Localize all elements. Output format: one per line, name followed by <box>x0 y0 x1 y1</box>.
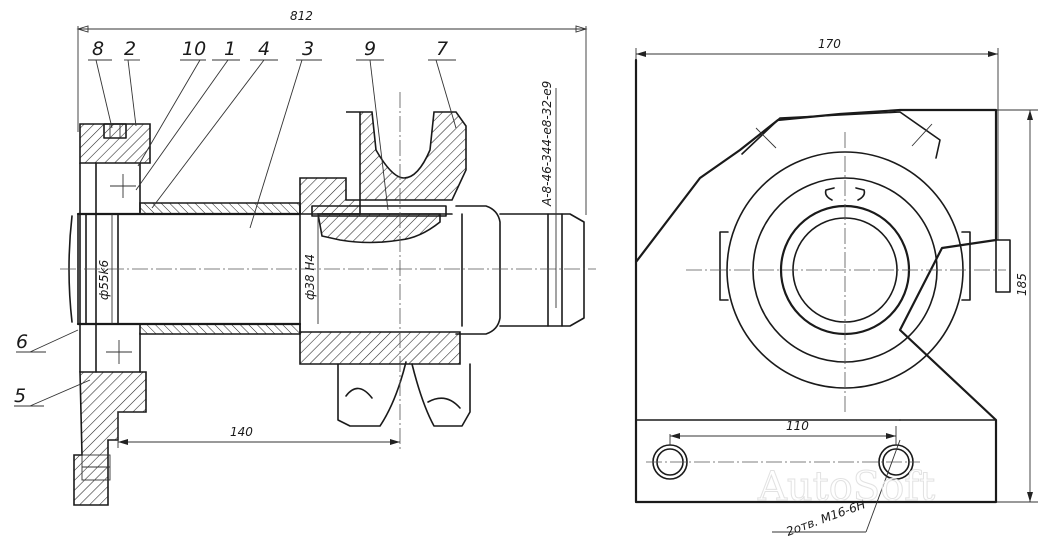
dimension-overall-length <box>76 25 588 215</box>
part-label-9: 9 <box>364 38 376 60</box>
flange-housing <box>73 123 151 506</box>
dim-overall-length-text: 812 <box>290 9 313 23</box>
hole-spec-leader <box>865 439 901 533</box>
retaining-ring <box>824 187 866 201</box>
part-label-8: 8 <box>92 38 104 60</box>
output-shaft <box>455 205 585 335</box>
flange-right-lug <box>961 231 971 301</box>
pulley-7 <box>337 111 471 427</box>
flange-left-lug <box>719 231 729 301</box>
bushing-4 <box>139 202 301 335</box>
part-label-6: 6 <box>16 331 28 353</box>
dim-shaft-diameter-text: ф55k6 <box>97 260 111 300</box>
housing-outline <box>634 58 998 504</box>
leader-lines <box>14 59 457 407</box>
part-label-5: 5 <box>14 385 26 407</box>
part-label-2: 2 <box>124 38 136 60</box>
part-label-10: 10 <box>182 38 206 60</box>
part-label-3: 3 <box>302 38 314 60</box>
dim-bore-diameter-text: ф38 H4 <box>303 254 317 300</box>
side-boss <box>995 239 1011 293</box>
dim-offset-length-text: 140 <box>230 425 253 439</box>
top-lug-outline <box>741 111 941 159</box>
section-view <box>14 25 596 506</box>
pulley-hub <box>299 177 461 365</box>
dimension-width <box>635 48 999 240</box>
dim-gear-spec-text: A-8-46-344-e8-32-e9 <box>540 81 554 207</box>
part-label-1: 1 <box>224 38 236 60</box>
dim-width-text: 170 <box>818 37 841 51</box>
dimension-hole-spacing <box>669 426 897 445</box>
dim-height-text: 185 <box>1015 273 1029 296</box>
center-marks <box>106 174 136 364</box>
part-label-7: 7 <box>436 38 448 60</box>
dimension-height <box>900 109 1038 503</box>
end-view <box>634 48 1038 533</box>
part-label-4: 4 <box>258 38 270 60</box>
bolt-8 <box>103 123 127 139</box>
dimension-140 <box>117 412 400 448</box>
watermark: AutoSoft <box>757 464 935 510</box>
dim-hole-spacing-text: 110 <box>786 419 809 433</box>
